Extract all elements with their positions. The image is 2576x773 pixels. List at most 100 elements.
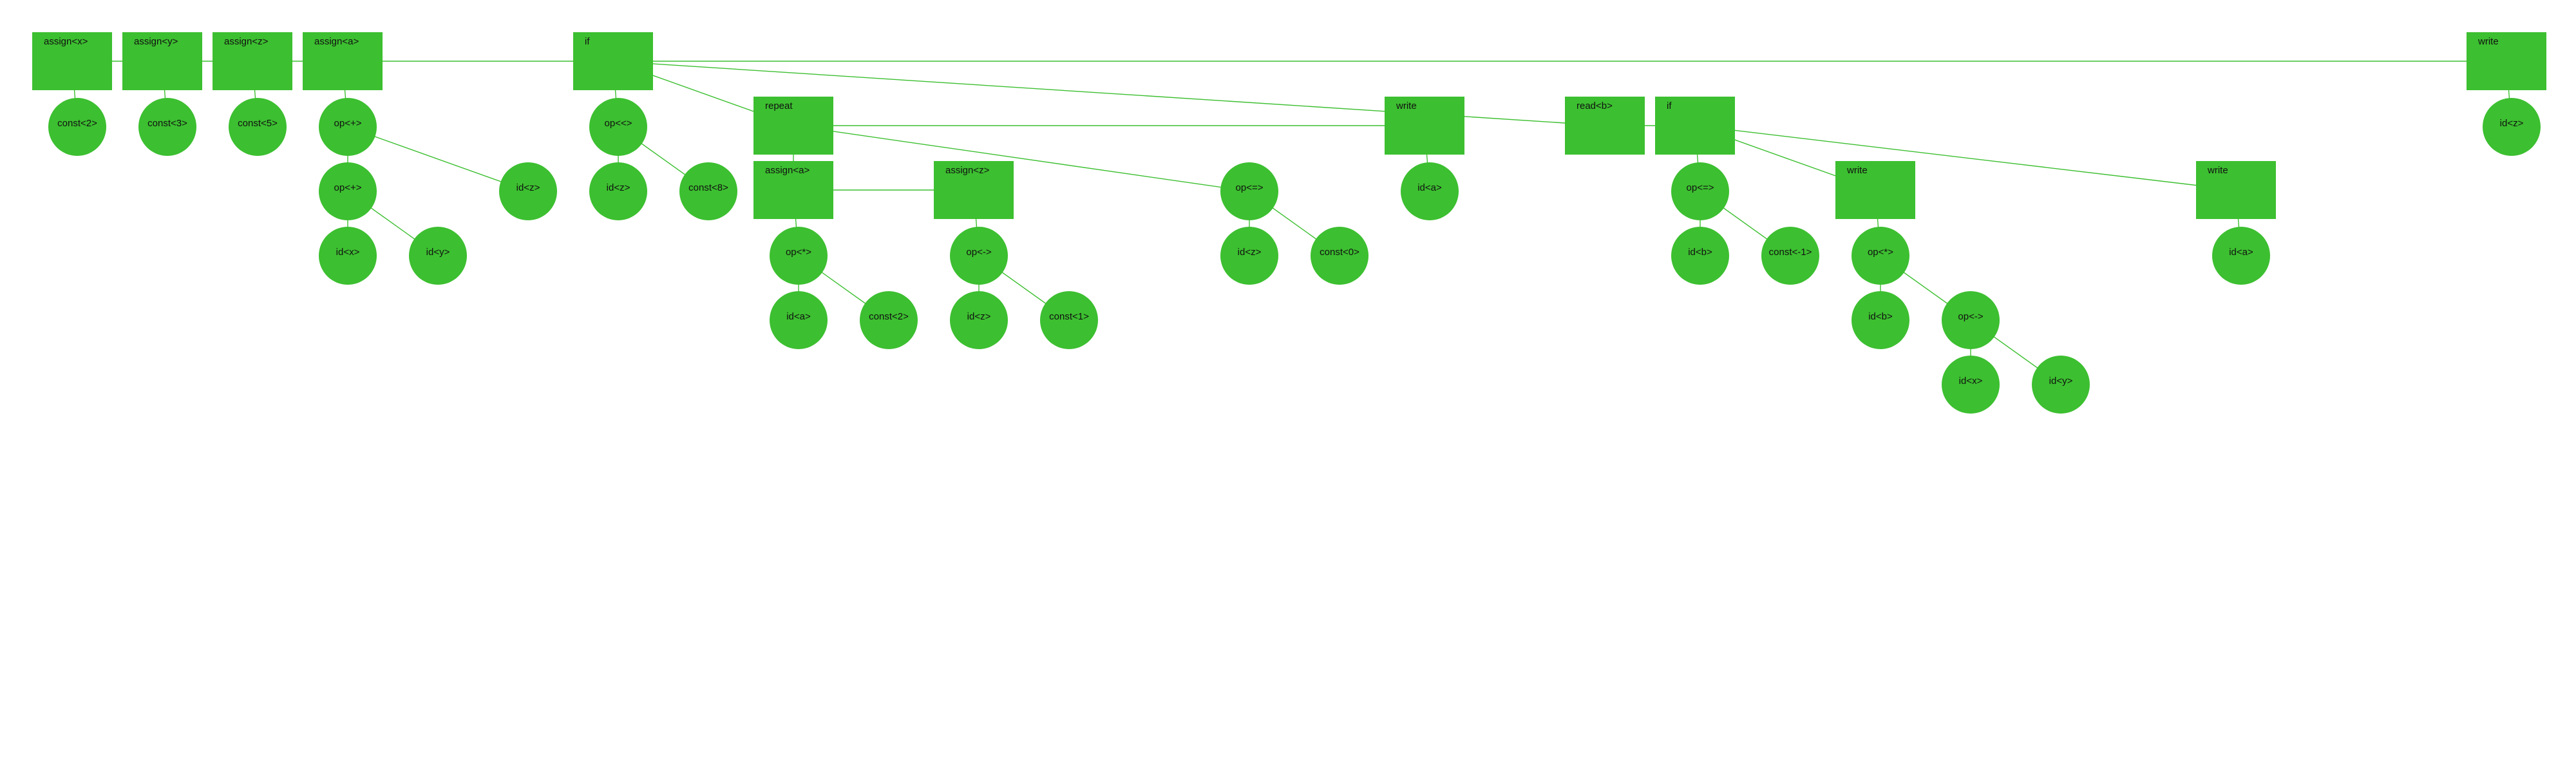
node-label: write: [2477, 36, 2499, 47]
expression-node-n43: id<a>: [2212, 227, 2270, 285]
statement-node-n3: assign<y>: [122, 32, 202, 90]
expression-circle: [319, 162, 377, 220]
expression-circle: [1671, 227, 1729, 285]
statement-box: [1655, 97, 1735, 155]
expression-node-n14: op<<>: [589, 98, 647, 156]
node-label: const<0>: [1320, 247, 1359, 258]
statement-node-n22: assign<z>: [934, 161, 1014, 219]
node-label: op<=>: [1236, 182, 1264, 193]
statement-node-n1: assign<x>: [32, 32, 112, 90]
statement-box: [573, 32, 653, 90]
expression-circle: [229, 98, 287, 156]
statement-node-n29: write: [1385, 97, 1464, 155]
expression-node-n33: op<=>: [1671, 162, 1729, 220]
expression-circle: [319, 227, 377, 285]
expression-node-n30: id<a>: [1401, 162, 1459, 220]
expression-node-n8: op<+>: [319, 98, 377, 156]
expression-circle: [1671, 162, 1729, 220]
expression-node-n25: const<1>: [1040, 291, 1098, 349]
node-label: if: [585, 36, 590, 47]
statement-node-n42: write: [2196, 161, 2276, 219]
node-label: const<5>: [238, 118, 278, 129]
node-label: op<+>: [334, 118, 362, 129]
node-label: op<*>: [1868, 247, 1893, 258]
expression-node-n45: id<z>: [2483, 98, 2541, 156]
statement-node-n32: if: [1655, 97, 1735, 155]
statement-box: [934, 161, 1014, 219]
node-label: assign<z>: [224, 36, 269, 47]
expression-circle: [860, 291, 918, 349]
expression-circle: [319, 98, 377, 156]
statement-node-n18: assign<a>: [753, 161, 833, 219]
edge-n17-n26: [793, 125, 1250, 192]
expression-node-n41: id<y>: [2032, 356, 2090, 414]
expression-circle: [679, 162, 737, 220]
expression-circle: [48, 98, 106, 156]
expression-circle: [1220, 227, 1278, 285]
node-label: if: [1667, 100, 1672, 111]
statement-box: [753, 161, 833, 219]
expression-circle: [770, 227, 828, 285]
statement-node-n7: assign<a>: [303, 32, 383, 90]
node-label: id<z>: [1238, 247, 1262, 258]
node-label: id<z>: [607, 182, 630, 193]
node-label: write: [2207, 165, 2228, 176]
expression-circle: [1761, 227, 1819, 285]
expression-node-n9: op<+>: [319, 162, 377, 220]
expression-circle: [950, 291, 1008, 349]
edge-n8-n12: [347, 126, 529, 192]
expression-circle: [2483, 98, 2541, 156]
statement-box: [303, 32, 383, 90]
expression-node-n34: id<b>: [1671, 227, 1729, 285]
node-label: assign<x>: [44, 36, 88, 47]
node-label: id<a>: [786, 311, 811, 322]
expression-node-n19: op<*>: [770, 227, 828, 285]
statement-node-n31: read<b>: [1565, 97, 1645, 155]
expression-node-n20: id<a>: [770, 291, 828, 349]
node-label: id<a>: [1417, 182, 1442, 193]
expression-circle: [1311, 227, 1368, 285]
node-label: id<x>: [336, 247, 360, 258]
expression-circle: [589, 98, 647, 156]
expression-node-n37: op<*>: [1852, 227, 1909, 285]
expression-circle: [950, 227, 1008, 285]
node-label: repeat: [765, 100, 793, 111]
node-layer: assign<x>const<2>assign<y>const<3>assign…: [32, 32, 2546, 414]
expression-circle: [1040, 291, 1098, 349]
expression-node-n12: id<z>: [499, 162, 557, 220]
node-label: id<x>: [1959, 376, 1983, 386]
statement-node-n13: if: [573, 32, 653, 90]
expression-node-n28: const<0>: [1311, 227, 1368, 285]
expression-node-n10: id<x>: [319, 227, 377, 285]
expression-circle: [1942, 356, 2000, 414]
expression-node-n40: id<x>: [1942, 356, 2000, 414]
statement-node-n5: assign<z>: [213, 32, 292, 90]
expression-circle: [409, 227, 467, 285]
expression-node-n21: const<2>: [860, 291, 918, 349]
statement-box: [213, 32, 292, 90]
expression-node-n16: const<8>: [679, 162, 737, 220]
node-label: id<z>: [2500, 118, 2524, 129]
node-label: write: [1846, 165, 1868, 176]
node-label: id<b>: [1868, 311, 1893, 322]
node-label: op<->: [966, 247, 991, 258]
edge-n32-n42: [1694, 125, 2237, 191]
edge-layer: [71, 61, 2512, 385]
expression-circle: [1852, 291, 1909, 349]
expression-circle: [589, 162, 647, 220]
node-label: const<-1>: [1769, 247, 1812, 258]
node-label: id<y>: [426, 247, 450, 258]
expression-node-n6: const<5>: [229, 98, 287, 156]
statement-box: [1835, 161, 1915, 219]
node-label: id<a>: [2229, 247, 2253, 258]
node-label: id<z>: [516, 182, 540, 193]
expression-node-n24: id<z>: [950, 291, 1008, 349]
expression-node-n38: id<b>: [1852, 291, 1909, 349]
node-label: const<1>: [1049, 311, 1089, 322]
statement-node-n17: repeat: [753, 97, 833, 155]
expression-circle: [2032, 356, 2090, 414]
node-label: op<*>: [786, 247, 811, 258]
expression-node-n27: id<z>: [1220, 227, 1278, 285]
node-label: op<=>: [1687, 182, 1714, 193]
